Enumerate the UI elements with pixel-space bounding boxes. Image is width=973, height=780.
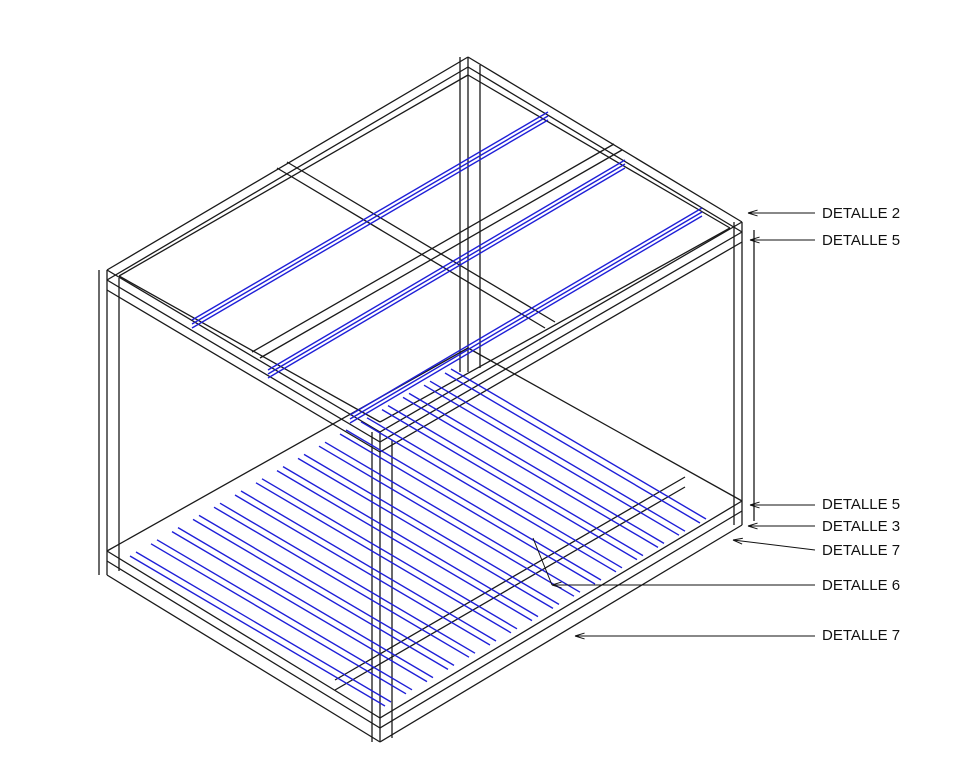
floor-slat [198, 514, 455, 667]
top-cross-beam [259, 149, 623, 359]
callout-detalle-3: DETALLE 3 [822, 518, 901, 535]
callout-leaders [532, 209, 816, 640]
bottom-beam-front-right [379, 524, 743, 743]
leader-detalle-7-bottom-arrowhead [574, 635, 585, 640]
floor-slat [408, 392, 665, 545]
leader-detalle-3-arrowhead [747, 525, 758, 530]
callout-detalle-6: DETALLE 6 [822, 577, 901, 594]
floor-slat [135, 551, 392, 703]
top-beam-front-right [379, 221, 743, 433]
callout-detalle-5-bottom: DETALLE 5 [822, 496, 901, 513]
top-beam-front-left [106, 269, 381, 433]
top-beam-front-left [118, 275, 381, 423]
leader-detalle-5-top-arrowhead [749, 236, 760, 241]
steel-frame [98, 56, 755, 743]
top-beam-front-left [106, 279, 381, 443]
floor-slat [360, 421, 617, 573]
roof-purlin [191, 119, 549, 329]
leader-detalle-6-arrowhead [551, 584, 562, 589]
floor-slat [192, 518, 449, 671]
floor-slat [129, 555, 386, 707]
floor-slat [213, 506, 470, 658]
roof-purlin [267, 167, 626, 379]
floor-slat [297, 457, 554, 610]
top-beam-front-right [379, 241, 743, 453]
leader-detalle-5-bottom-arrowhead [749, 504, 760, 509]
floor-slat [261, 478, 518, 630]
bottom-beam-front-right [379, 510, 743, 729]
bottom-beam-back-right [467, 347, 743, 502]
roof-purlin [267, 163, 626, 375]
bottom-beam-front-right [379, 500, 743, 719]
leader-detalle-6 [532, 537, 553, 586]
floor-slat [171, 530, 428, 683]
floor-slat [255, 482, 512, 634]
floor-inner-beam [334, 486, 686, 691]
callout-detalle-7-bottom: DETALLE 7 [822, 627, 901, 644]
top-beam-back-right [467, 56, 743, 223]
floor-slat [429, 380, 686, 532]
roof-purlin [349, 215, 703, 424]
top-cross-beam [276, 167, 546, 329]
leader-detalle-7-corner-arrowhead [732, 537, 743, 541]
floor-slat [282, 465, 539, 618]
floor-slat [177, 526, 434, 679]
top-beam-front-right [379, 227, 731, 423]
leader-detalle-2-arrowhead [747, 209, 758, 214]
leader-detalle-6-arrowhead [551, 581, 562, 586]
top-beam-front-left [106, 289, 381, 453]
floor-slat [387, 404, 644, 557]
floor-slat [423, 384, 680, 536]
callout-detalle-7-corner: DETALLE 7 [822, 542, 901, 559]
floor-slat [324, 441, 581, 593]
leader-detalle-5-top-arrowhead [749, 239, 760, 244]
floor-slat [444, 372, 701, 524]
top-beam-back-right [467, 74, 731, 229]
callout-detalle-2: DETALLE 2 [822, 205, 901, 222]
floor-slat [402, 396, 659, 549]
leader-detalle-7-corner-arrowhead [732, 539, 743, 545]
top-beam-back-left [106, 66, 469, 281]
roof-purlin [349, 211, 703, 420]
floor-slat [219, 502, 476, 654]
callout-detalle-5-top: DETALLE 5 [822, 232, 901, 249]
floor-slat [156, 539, 413, 691]
roof-purlin [267, 159, 626, 371]
top-cross-beam [286, 161, 556, 323]
floor-slat [234, 494, 491, 646]
leader-detalle-7-bottom-arrowhead [574, 632, 585, 637]
roof-purlin [191, 111, 549, 321]
floor-slat [150, 543, 407, 695]
bottom-beam-front-left [106, 574, 381, 743]
floor-slat [381, 408, 638, 561]
bottom-beam-front-left [106, 560, 381, 729]
floor-slat [450, 368, 707, 520]
roof-purlin [191, 115, 549, 325]
leader-detalle-2-arrowhead [747, 212, 758, 217]
floor-slat [339, 433, 596, 585]
floor-slat [318, 445, 575, 597]
leader-detalle-5-bottom-arrowhead [749, 501, 760, 506]
top-beam-back-left [118, 74, 469, 277]
floor-slat [345, 429, 602, 581]
top-beam-front-right [379, 231, 743, 443]
floor-slat [366, 417, 623, 569]
floor-slat [240, 490, 497, 642]
top-beam-back-left [106, 56, 469, 271]
floor-slat [276, 469, 533, 622]
bottom-beam-back-left [106, 347, 469, 552]
blue-members [129, 111, 707, 707]
leader-detalle-3-arrowhead [747, 522, 758, 527]
bottom-beam-front-left [106, 550, 381, 719]
top-cross-beam [251, 143, 615, 353]
floor-inner-beam [334, 476, 686, 681]
leader-detalle-7-corner [732, 539, 816, 551]
floor-slat [303, 453, 560, 606]
roof-purlin [349, 207, 703, 416]
